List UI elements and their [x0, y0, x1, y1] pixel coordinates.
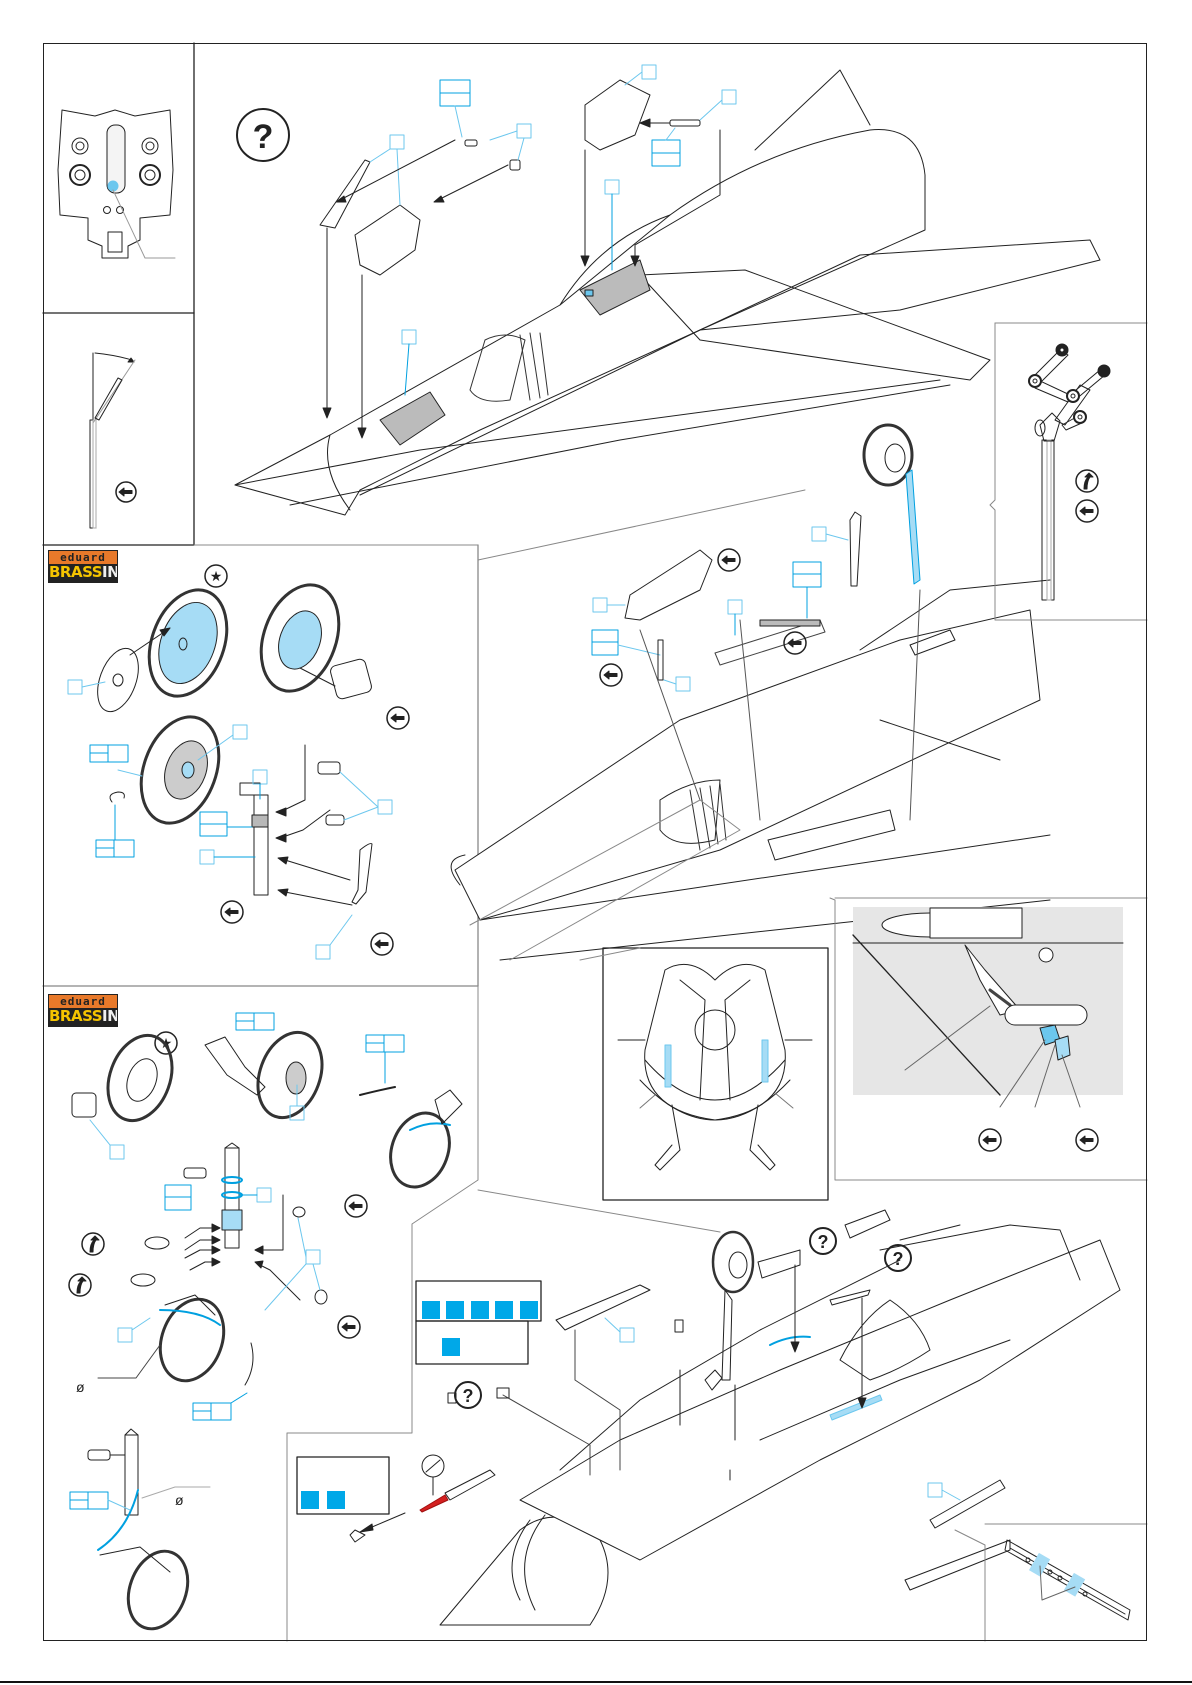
main-gear-brassin-inset: ★ — [67, 564, 410, 960]
page-frame — [43, 43, 1147, 1641]
nose-section-step: ? ? ? — [287, 986, 1121, 1642]
seat-top-inset — [57, 109, 176, 259]
logo-brand-top: eduard — [49, 551, 117, 564]
rotate-view-icon — [68, 1273, 92, 1297]
paint-legend — [296, 1280, 542, 1515]
svg-text:?: ? — [463, 1386, 474, 1406]
diameter-remove-icon: ø — [76, 1379, 85, 1395]
flip-view-icon — [386, 706, 410, 730]
rotate-view-icon — [1075, 469, 1099, 493]
retraction-link-inset — [989, 322, 1148, 621]
logo-brand-bottom: BRASSIN — [49, 564, 117, 581]
flip-view-icon — [337, 1315, 361, 1339]
logo-brass-text: BRASS — [49, 563, 103, 581]
panel-dividers — [42, 42, 479, 987]
angle-detail-inset — [89, 352, 137, 529]
flip-view-icon — [1075, 1128, 1099, 1152]
brassin-logo: eduard BRASSIN — [48, 550, 118, 583]
star-icon: ★ — [204, 564, 228, 588]
logo-in-text: IN — [102, 1007, 118, 1025]
question-mark-icon: ? — [884, 1244, 912, 1272]
logo-in-text: IN — [102, 563, 118, 581]
flip-view-icon — [978, 1128, 1002, 1152]
flip-view-icon — [599, 663, 623, 687]
rotate-view-icon — [81, 1232, 105, 1256]
svg-text:★: ★ — [210, 568, 223, 584]
cockpit-seat-inset — [579, 947, 829, 1201]
svg-text:?: ? — [818, 1232, 829, 1252]
flip-view-icon — [1075, 499, 1099, 523]
undercarriage-bay-inset — [829, 897, 1148, 1181]
logo-brand-top: eduard — [49, 995, 117, 1008]
diameter-remove-icon: ø — [175, 1492, 184, 1508]
main-fuselage-step: ? — [234, 64, 1101, 516]
logo-brand-bottom: BRASSIN — [49, 1008, 117, 1025]
flip-view-icon — [220, 900, 244, 924]
brassin-logo: eduard BRASSIN — [48, 994, 118, 1027]
question-mark-icon: ? — [236, 108, 290, 162]
flip-view-icon — [370, 932, 394, 956]
flip-view-icon — [783, 631, 807, 655]
nose-gear-brassin-inset: ★ — [68, 1012, 463, 1631]
logo-brass-text: BRASS — [49, 1007, 103, 1025]
flip-view-icon — [717, 548, 741, 572]
strake-detail-inset — [984, 1523, 1148, 1621]
page-footer-rule — [0, 1681, 1192, 1683]
svg-text:?: ? — [893, 1249, 904, 1269]
flip-view-icon — [115, 481, 137, 503]
flip-view-icon — [344, 1194, 368, 1218]
svg-text:?: ? — [253, 118, 274, 156]
question-mark-icon: ? — [454, 1381, 482, 1409]
question-mark-icon: ? — [809, 1227, 837, 1255]
